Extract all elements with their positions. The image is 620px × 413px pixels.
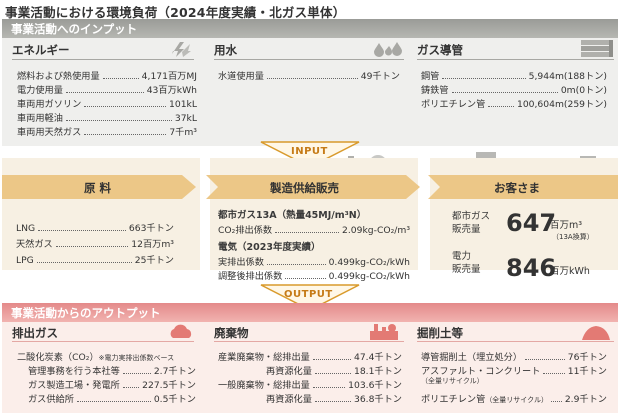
pipes-heading: ガス導管: [417, 43, 463, 57]
manufacturing-chevron: [206, 175, 420, 199]
output-arrow: [260, 284, 360, 311]
pipes-underline: [417, 59, 614, 60]
emissions-underline: [12, 341, 194, 342]
lightning-icon: [172, 42, 191, 57]
cloud-icon: [170, 324, 192, 338]
co2-label: 二酸化炭素（CO₂）※電力実排出係数ベース: [17, 352, 175, 363]
output-panel: 事業活動からのアウトプット 排出ガス 二酸化炭素（CO₂）※電力実排出係数ベース…: [2, 303, 618, 413]
raw-materials-heading: 原 料: [84, 181, 112, 195]
input-band: 事業活動へのインプット: [2, 19, 618, 38]
factory-waste-icon: [370, 324, 398, 340]
gas-sales-value: 647: [506, 209, 557, 237]
customers-chevron: [428, 175, 618, 199]
excavated-row: 導管掘削土（埋立処分）76千トン: [421, 352, 607, 363]
waste-heading: 廃棄物: [214, 326, 249, 340]
excavated-soil-icon: [582, 326, 610, 340]
recycle-note: （全量リサイクル）: [421, 377, 484, 385]
city-gas-title: 都市ガス13A（熱量45MJ/m³N）: [218, 210, 367, 221]
excavated-heading: 掘削土等: [417, 326, 463, 340]
input-arrow-label: INPUT: [291, 146, 328, 157]
gas-sales-unit: 百万m³: [550, 220, 583, 231]
output-band: 事業活動からのアウトプット: [2, 303, 618, 322]
output-band-title: 事業活動からのアウトプット: [11, 306, 161, 320]
water-underline: [214, 59, 404, 60]
pipe-stack-icon: [581, 40, 613, 57]
elec-sales-label: 電力 販売量: [452, 251, 481, 275]
excavated-row: ポリエチレン管（全量リサイクル）2.9千トン: [421, 394, 607, 405]
input-arrow: [260, 141, 360, 168]
page-title: 事業活動における環境負荷（2024年度実績・北ガス単体）: [5, 5, 346, 20]
waste-underline: [214, 341, 404, 342]
water-drops-icon: [374, 42, 402, 57]
co2-note: ※電力実排出係数ベース: [98, 354, 175, 362]
customers-heading: お客さま: [494, 181, 540, 195]
emissions-heading: 排出ガス: [12, 326, 58, 340]
water-heading: 用水: [214, 43, 237, 57]
gas-sales-note: （13A換算）: [552, 233, 594, 241]
input-band-title: 事業活動へのインプット: [11, 22, 138, 36]
elec-sales-unit: 百万kWh: [550, 266, 590, 277]
raw-materials-chevron: [2, 175, 196, 199]
energy-heading: エネルギー: [12, 43, 70, 57]
elec-sales-value: 846: [506, 254, 557, 282]
electricity-title: 電気（2023年度実績）: [218, 242, 321, 253]
energy-underline: [12, 59, 194, 60]
gas-sales-label: 都市ガス 販売量: [452, 211, 491, 235]
excavated-underline: [417, 341, 614, 342]
manufacturing-heading: 製造供給販売: [270, 181, 339, 195]
output-arrow-label: OUTPUT: [284, 289, 333, 300]
